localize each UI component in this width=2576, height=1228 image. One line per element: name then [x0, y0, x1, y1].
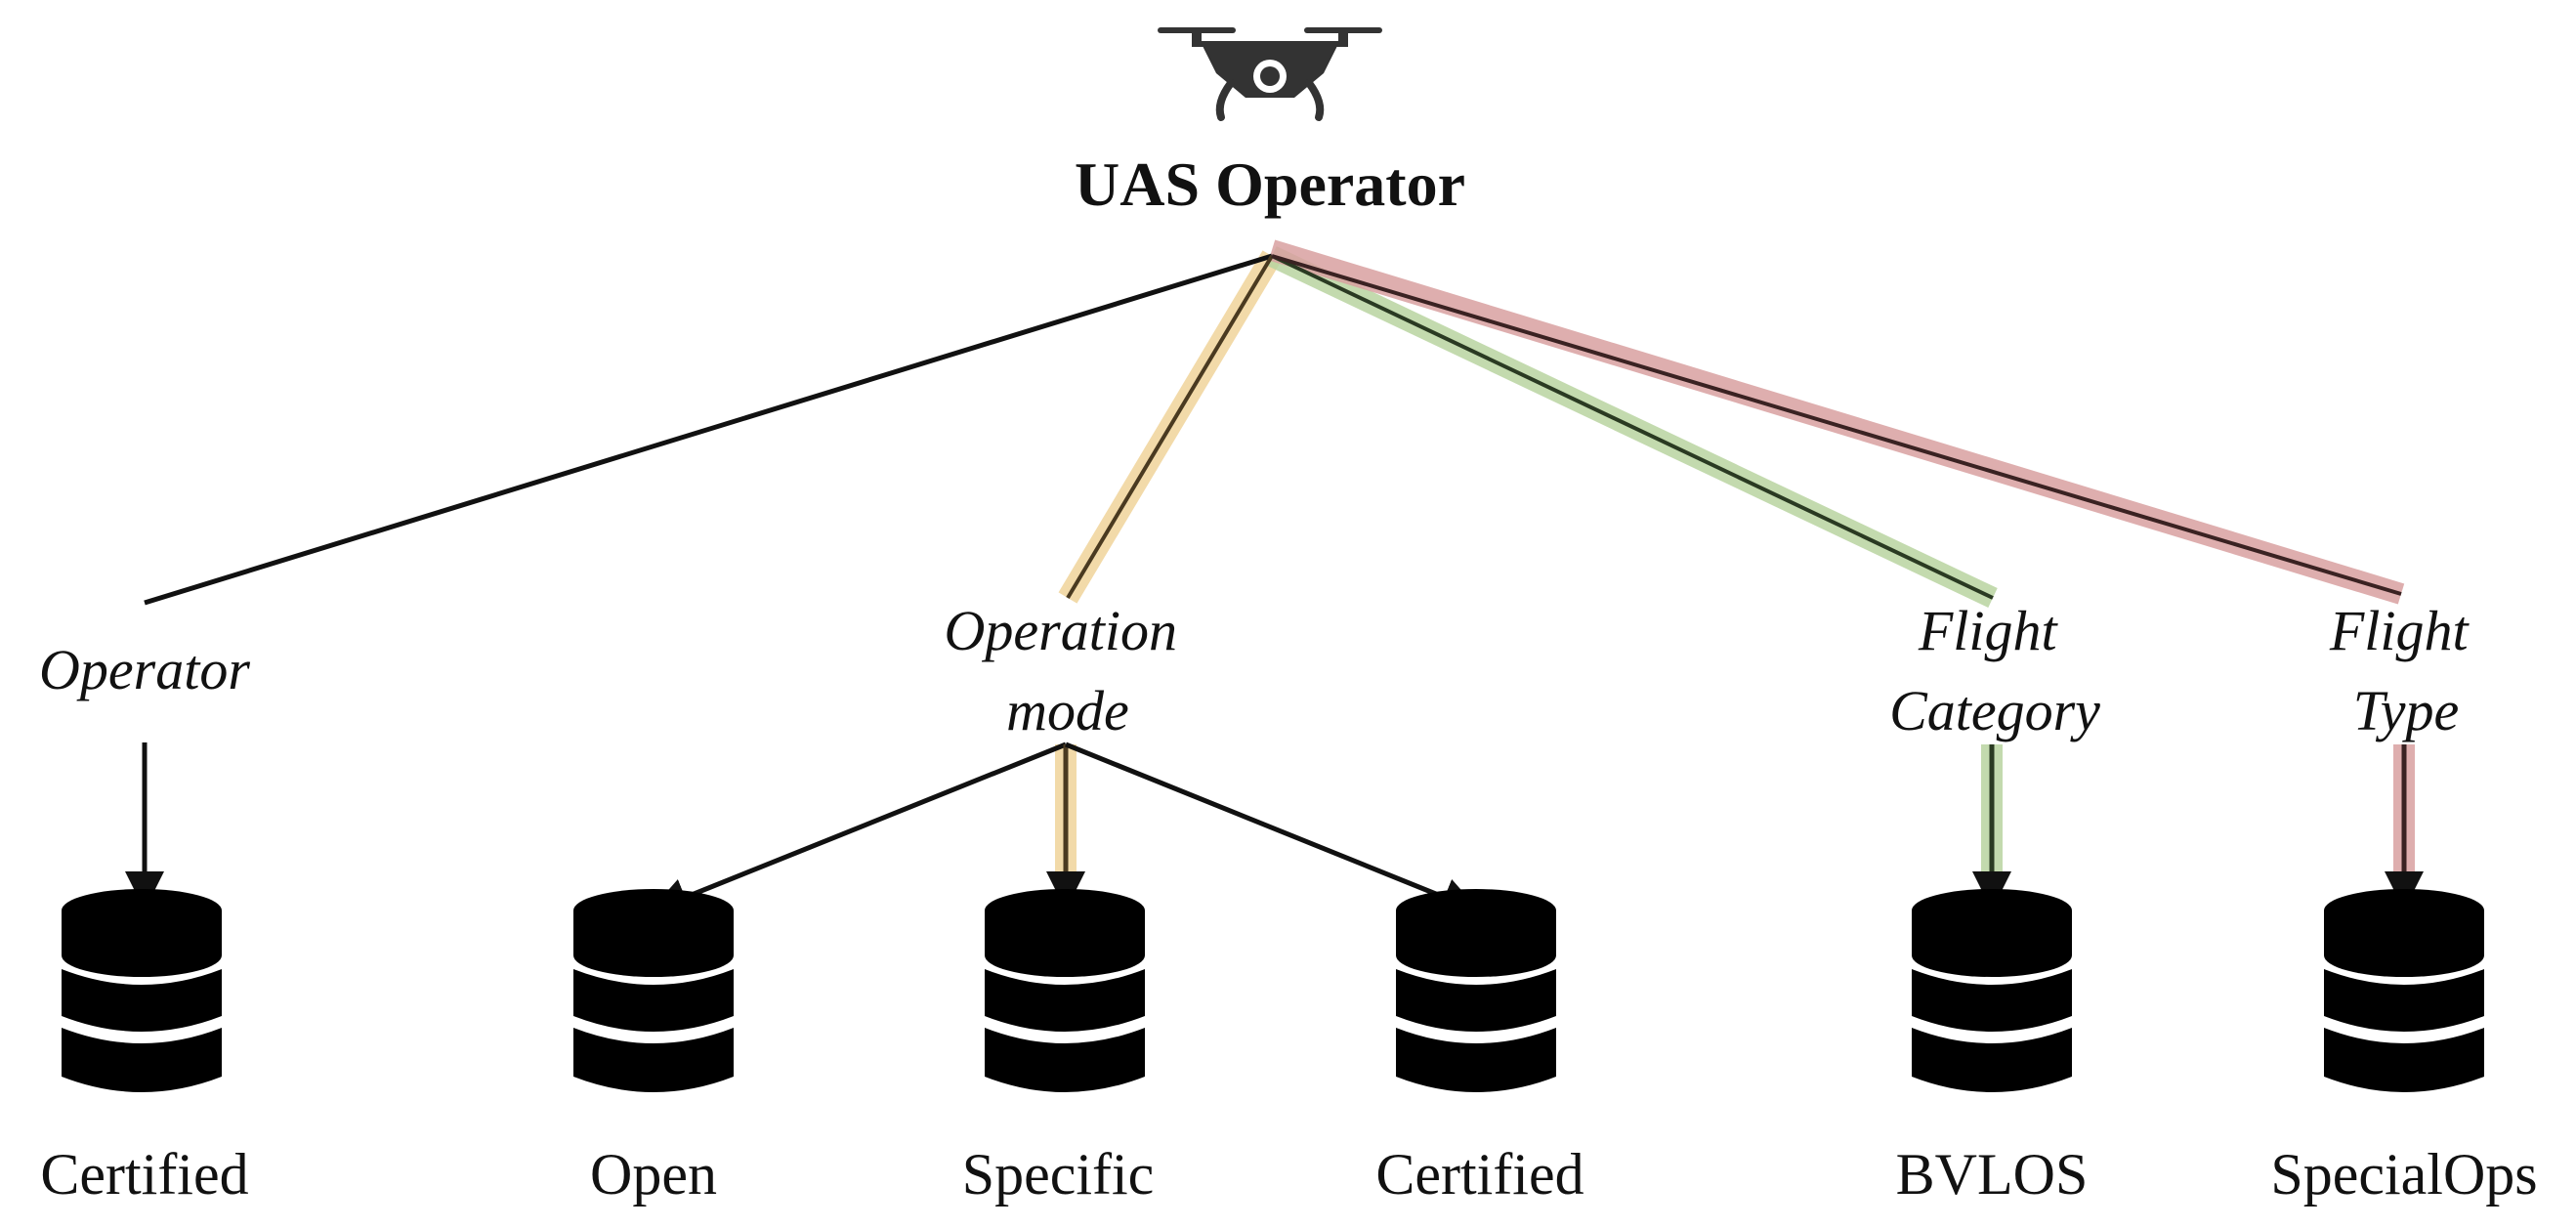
- leaf-label-specialops: SpecialOps: [2270, 1142, 2537, 1207]
- edge-root-operator: [144, 253, 1273, 606]
- leaf-label-bvlos: BVLOS: [1896, 1142, 2089, 1207]
- database-icon-specialops: [2324, 889, 2484, 1092]
- attribute-flight-type-label: Flight Type: [2329, 599, 2482, 742]
- leaf-label-certified-operator: Certified: [40, 1142, 248, 1207]
- drone-icon: [1158, 27, 1382, 121]
- attribute-flight-category-label: Flight Category: [1889, 599, 2100, 742]
- edge-root-flight-category: [1271, 254, 1994, 600]
- edge-operation-mode-certified: [1065, 741, 1481, 916]
- database-icon-specific: [985, 889, 1145, 1092]
- edge-operation-mode-open: [649, 741, 1067, 916]
- attribute-operation-mode-label: Operation mode: [945, 599, 1192, 742]
- attribute-operator-label: Operator: [39, 638, 250, 701]
- edge-root-operation-mode: [1066, 254, 1274, 600]
- leaf-label-specific: Specific: [962, 1142, 1155, 1207]
- database-icon-certified-mode: [1396, 889, 1556, 1092]
- leaf-label-open: Open: [590, 1142, 717, 1207]
- root-title: UAS Operator: [1075, 149, 1465, 219]
- database-icon-open: [573, 889, 734, 1092]
- database-icon-bvlos: [1912, 889, 2072, 1092]
- edge-root-flight-type: [1271, 254, 2402, 596]
- leaf-label-certified-mode: Certified: [1375, 1142, 1584, 1207]
- database-icon-certified-operator: [62, 889, 222, 1092]
